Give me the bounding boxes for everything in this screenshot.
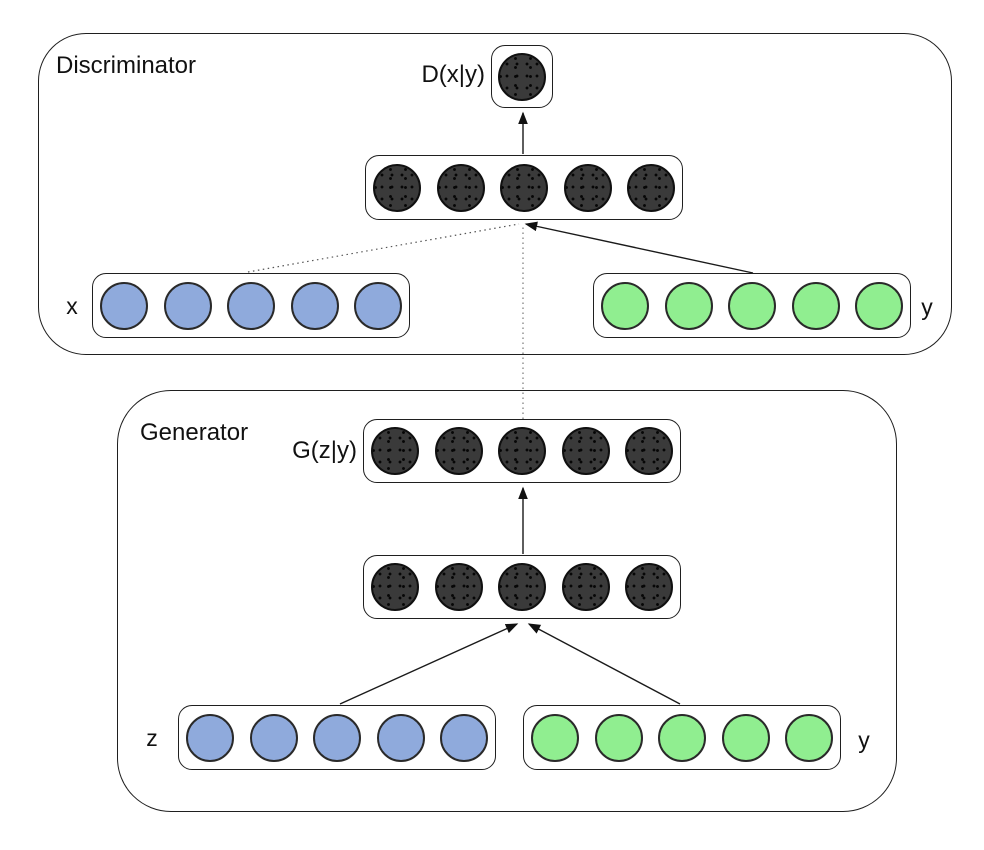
neuron-node-blue — [376, 713, 425, 762]
neuron-node-blue — [227, 281, 275, 330]
neuron-node-dark — [371, 563, 419, 611]
neuron-node-green — [664, 281, 713, 330]
y-input-label-generator: y — [858, 727, 870, 753]
discriminator-input-x-layer — [92, 273, 410, 338]
neuron-node-dark — [561, 563, 610, 611]
neuron-node-blue — [186, 713, 234, 762]
generator-input-y-layer — [523, 705, 841, 770]
neuron-node-dark — [500, 163, 548, 212]
neuron-node-dark — [436, 163, 485, 212]
generator-output-layer — [363, 419, 681, 483]
neuron-node-dark — [625, 427, 673, 475]
discriminator-title: Discriminator — [56, 52, 197, 79]
neuron-node-dark — [498, 427, 546, 475]
neuron-node-dark — [434, 427, 483, 475]
neuron-node-dark — [625, 563, 673, 611]
edge-x-to-disc-hidden — [247, 223, 520, 273]
z-input-label: z — [146, 725, 158, 751]
generator-input-z-layer — [178, 705, 496, 770]
neuron-node-dark — [561, 427, 610, 475]
y-input-label-discriminator: y — [921, 294, 933, 320]
discriminator-hidden-layer — [365, 155, 683, 220]
x-input-label: x — [66, 293, 78, 319]
neuron-node-green — [721, 713, 770, 762]
neuron-node-blue — [163, 281, 212, 330]
edge-y-to-gen-hidden — [527, 623, 681, 705]
neuron-node-dark — [434, 563, 483, 611]
neuron-node-blue — [354, 281, 402, 330]
edge-y-to-disc-hidden — [524, 221, 754, 274]
neuron-node-blue — [100, 281, 148, 330]
neuron-node-green — [531, 713, 579, 762]
neuron-node-green — [658, 713, 706, 762]
neuron-node-green — [594, 713, 643, 762]
neuron-node-dark — [371, 427, 419, 475]
discriminator-input-y-layer — [593, 273, 911, 338]
neuron-node-dark — [627, 163, 675, 212]
neuron-node-dark — [373, 163, 421, 212]
generator-hidden-layer — [363, 555, 681, 619]
discriminator-box — [38, 33, 952, 355]
neuron-node-blue — [313, 713, 361, 762]
neuron-node-blue — [290, 281, 339, 330]
neuron-node-green — [601, 281, 649, 330]
generator-title: Generator — [140, 419, 249, 446]
discriminator-output-label: D(x|y) — [421, 61, 485, 88]
neuron-node-green — [785, 713, 833, 762]
discriminator-output-layer — [491, 45, 553, 108]
neuron-node-green — [855, 281, 903, 330]
generator-output-label: G(z|y) — [292, 437, 357, 464]
neuron-node-dark — [498, 563, 546, 611]
neuron-node-dark — [563, 163, 612, 212]
generator-box — [117, 390, 897, 812]
neuron-node-blue — [249, 713, 298, 762]
edge-z-to-gen-hidden — [339, 623, 519, 705]
neuron-node-green — [791, 281, 840, 330]
neuron-node-green — [728, 281, 776, 330]
neuron-node-dark — [498, 52, 546, 101]
neuron-node-blue — [440, 713, 488, 762]
